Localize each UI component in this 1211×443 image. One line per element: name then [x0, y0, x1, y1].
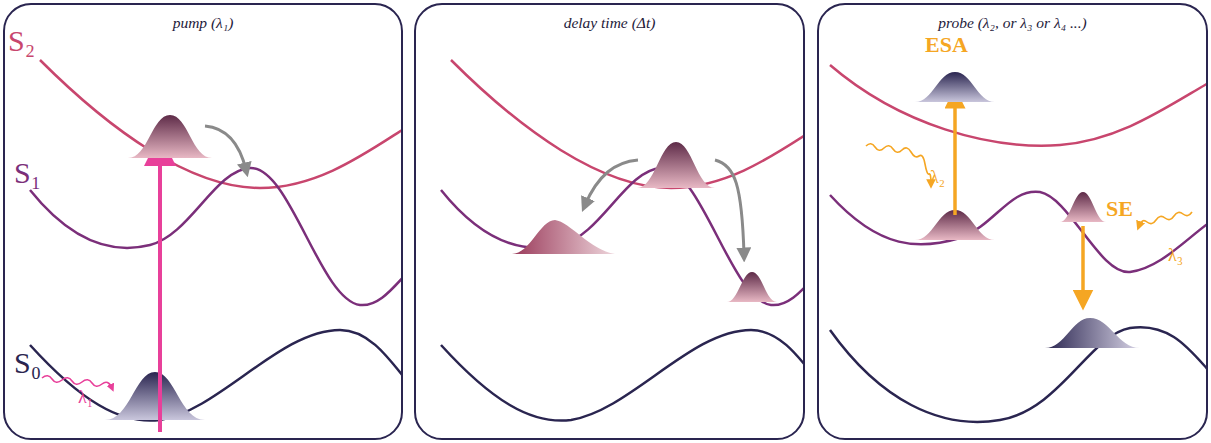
panel-heading: pump (λ₁) [5, 5, 401, 32]
panel-heading: delay time (Δt) [416, 5, 803, 32]
delay-panel-art [441, 60, 803, 421]
state-label: S₀ [14, 348, 41, 378]
process-label: SE [1106, 198, 1133, 220]
pump-panel-art [30, 60, 401, 432]
state-label: S₂ [8, 26, 35, 56]
state-label: S₁ [14, 158, 41, 188]
process-label: ESA [925, 34, 968, 56]
panel-heading: probe (λ₂, or λ₃ or λ₄ ...) [819, 5, 1206, 32]
wavelength-label: λ₂ [930, 168, 945, 186]
stage-panel: delay time (Δt) [414, 3, 805, 440]
wavelength-label: λ₃ [1168, 246, 1183, 264]
wavelength-label: λ₁ [78, 388, 93, 406]
stage-panel: probe (λ₂, or λ₃ or λ₄ ...) [817, 3, 1208, 440]
stage-panel: pump (λ₁) [3, 3, 403, 440]
probe-panel-art [830, 65, 1206, 422]
